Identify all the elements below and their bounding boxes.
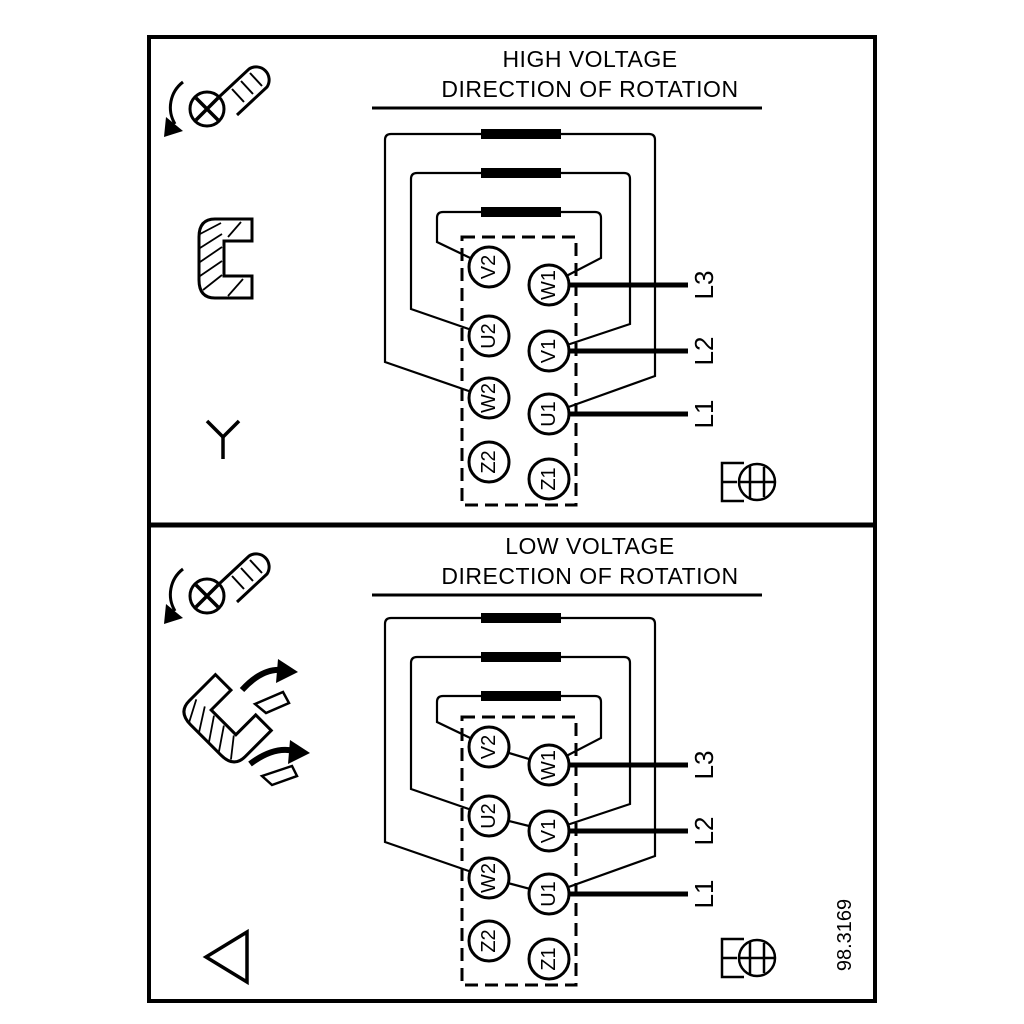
supply-lines-high [549, 282, 688, 417]
terminal-circle [527, 457, 571, 501]
removed-jumper-icon [252, 690, 291, 715]
remove-jumpers-icon [182, 659, 310, 787]
supply-label-l2: L2 [689, 817, 719, 846]
terminals-high: V2 U2 W2 Z2 W1 V1 U1 Z1 [467, 245, 571, 501]
wire [548, 171, 632, 353]
terminal-label: V2 [478, 735, 500, 759]
terminal-label: U2 [478, 323, 500, 349]
jumper-bar [481, 129, 561, 139]
wire [548, 132, 657, 416]
terminal-circle [467, 856, 511, 900]
wire [548, 616, 657, 896]
supply-lines-low [549, 762, 688, 897]
delta-connection-symbol [202, 928, 249, 986]
terminal-label: Z2 [478, 929, 500, 952]
jumper-bar [481, 613, 561, 623]
terminal-circle [467, 794, 511, 838]
terminal-circle [527, 809, 571, 853]
terminal-label: W2 [478, 863, 500, 893]
panel-title: LOW VOLTAGE [505, 533, 675, 559]
shaft-end-view-icon [720, 461, 777, 503]
terminals-low: V2 U2 W2 Z2 W1 V1 U1 Z1 [467, 725, 571, 981]
terminal-circle [467, 314, 511, 358]
wire [409, 171, 490, 338]
terminal-label: V1 [538, 819, 560, 843]
terminal-label: V2 [478, 255, 500, 279]
terminal-label: Z1 [538, 947, 560, 970]
removed-jumper-icon [259, 764, 299, 787]
panel-low-voltage: LOW VOLTAGE DIRECTION OF ROTATION V2 [164, 533, 856, 987]
wire [383, 132, 490, 400]
terminal-circle [527, 329, 571, 373]
jumper-bar [481, 207, 561, 217]
wiring-high [383, 132, 657, 416]
wire [435, 694, 490, 748]
supply-label-l3: L3 [689, 751, 719, 780]
wiring-low [383, 616, 657, 896]
terminal-circle [527, 392, 571, 436]
diagram-border [147, 35, 877, 1003]
terminal-circle [527, 263, 571, 307]
terminal-label: W1 [538, 270, 560, 300]
jumper-bar [481, 168, 561, 178]
terminal-circle [467, 376, 511, 420]
wire [383, 616, 490, 880]
panel-high-voltage: HIGH VOLTAGE DIRECTION OF ROTATION V2 [164, 46, 777, 507]
star-connection-symbol [205, 419, 241, 459]
terminal-label: U1 [538, 401, 560, 427]
wire [435, 210, 490, 268]
loosen-screw-icon [164, 65, 271, 137]
loosen-screw-icon [164, 552, 271, 624]
supply-label-l1: L1 [689, 400, 719, 429]
figure-number: 98.3169 [834, 899, 856, 971]
terminal-label: V1 [538, 339, 560, 363]
terminal-circle [467, 440, 511, 484]
jumper-bar [481, 691, 561, 701]
supply-label-l2: L2 [689, 337, 719, 366]
supply-label-l1: L1 [689, 880, 719, 909]
panel-subtitle: DIRECTION OF ROTATION [441, 563, 738, 589]
terminal-block-outline [460, 235, 578, 507]
terminal-circle [527, 872, 571, 916]
arrow-icon [248, 746, 295, 767]
terminal-label: Z1 [538, 467, 560, 490]
terminal-label: W1 [538, 750, 560, 780]
wire [548, 210, 603, 286]
terminal-circle [527, 743, 571, 787]
panel-title: HIGH VOLTAGE [502, 46, 677, 72]
terminal-label: U1 [538, 881, 560, 907]
shaft-end-view-icon [720, 937, 777, 979]
terminal-label: U2 [478, 803, 500, 829]
supply-label-l3: L3 [689, 271, 719, 300]
terminal-label: Z2 [478, 450, 500, 473]
panel-subtitle: DIRECTION OF ROTATION [441, 76, 738, 102]
terminal-circle [467, 725, 511, 769]
ccw-arrow-icon [168, 567, 184, 612]
wire [548, 655, 632, 833]
terminal-block-outline [460, 715, 578, 987]
wire [548, 694, 603, 766]
terminal-circle [467, 245, 511, 289]
arrow-icon [239, 666, 283, 693]
jumper-bracket-icon [197, 217, 254, 300]
jumper-bar [481, 652, 561, 662]
wire [409, 655, 490, 818]
terminal-label: W2 [478, 383, 500, 413]
ccw-arrow-icon [168, 80, 184, 125]
terminal-circle [467, 919, 511, 963]
terminal-circle [527, 937, 571, 981]
